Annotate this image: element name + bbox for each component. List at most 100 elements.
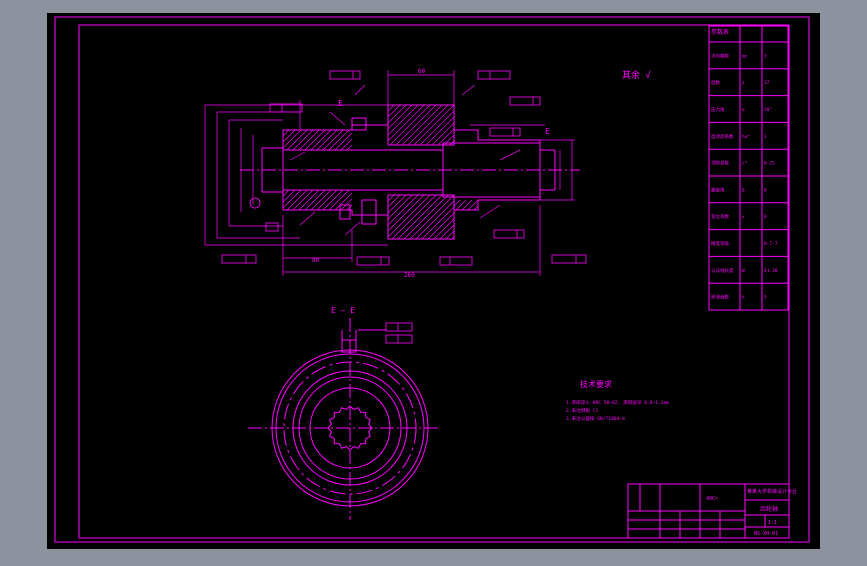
- hatch-line: [419, 110, 455, 146]
- horizontal-dimensions: [282, 70, 545, 276]
- inner-frame: [78, 24, 790, 539]
- param-cell: 顶隙系数: [711, 160, 729, 167]
- hatch-line: [340, 138, 353, 151]
- hatch-line: [425, 116, 455, 146]
- hatch-line: [282, 129, 290, 137]
- hatch-line: [451, 236, 455, 240]
- hatch-line: [282, 129, 296, 143]
- hatch-line: [322, 129, 344, 151]
- hatch-line: [292, 189, 314, 211]
- hatch-line: [439, 224, 455, 240]
- param-cell: 37: [764, 80, 770, 86]
- param-cell: c*: [742, 161, 748, 167]
- section-mark-right: E: [545, 127, 550, 136]
- title-scale: 1:1: [768, 520, 777, 526]
- viewport-background: [47, 13, 820, 549]
- hatch-line: [304, 129, 326, 151]
- param-cell: 8-7-7: [764, 241, 778, 247]
- param-cell: 20°: [764, 107, 772, 113]
- title-school: 某某大学机械设计专业: [747, 488, 797, 495]
- param-cell: k: [742, 295, 745, 301]
- hatch-line: [316, 189, 338, 211]
- hatch-line: [387, 104, 401, 118]
- hatch-line: [421, 206, 455, 240]
- hatch-line: [403, 194, 449, 240]
- hatch-line: [449, 140, 455, 146]
- hatch-line: [316, 129, 338, 151]
- hatch-line: [286, 189, 308, 211]
- param-cell: 螺旋角: [711, 186, 725, 193]
- hatch-line: [282, 189, 290, 197]
- hatch-line: [427, 212, 455, 240]
- section-hatching: [282, 104, 479, 240]
- hatch-line: [453, 199, 461, 207]
- param-cell: 0: [764, 214, 767, 220]
- hatch-line: [467, 199, 479, 211]
- hatch-line: [328, 129, 350, 151]
- hatch-line: [387, 104, 419, 136]
- hatch-line: [387, 194, 413, 220]
- dim-left: 80: [312, 257, 320, 264]
- hatch-line: [445, 230, 455, 240]
- param-cell: 齿数: [711, 79, 720, 86]
- tech-req-line-1: 1.渗碳淬火 HRC 58~62, 渗碳层深 0.8~1.2mm: [566, 399, 669, 406]
- param-cell: 5: [764, 295, 767, 301]
- hatch-line: [310, 129, 332, 151]
- tolerance-frames: [221, 70, 587, 344]
- param-cell: 齿顶高系数: [711, 133, 734, 140]
- hatch-line: [387, 194, 395, 202]
- hatch-line: [437, 128, 455, 146]
- leader-lines: [289, 84, 521, 236]
- hatch-line: [346, 204, 353, 211]
- hatch-line: [334, 132, 353, 151]
- hatch-line: [387, 194, 431, 238]
- param-cell: 1: [764, 134, 767, 140]
- tech-req-line-2: 2.未注倒角 C1: [566, 407, 598, 414]
- section-title: E — E: [331, 306, 355, 315]
- param-cell: ha*: [742, 134, 750, 140]
- hatch-line: [292, 129, 314, 151]
- hatch-line: [298, 129, 320, 151]
- hatch-line: [387, 194, 407, 214]
- hatch-line: [391, 194, 437, 240]
- hatch-line: [443, 134, 455, 146]
- roughness-note: 其余 √: [622, 69, 651, 81]
- hatch-line: [346, 144, 353, 151]
- hatch-line: [298, 189, 320, 211]
- param-cell: 变位系数: [711, 213, 729, 220]
- section-e-e-view: [248, 318, 440, 520]
- hatch-line: [328, 189, 350, 211]
- param-cell: 公法线长度: [711, 267, 734, 274]
- param-cell: 41.38: [764, 268, 778, 274]
- hatch-line: [310, 189, 332, 211]
- hatch-line: [387, 194, 401, 208]
- vertical-dimensions: [204, 104, 575, 246]
- hatch-line: [387, 104, 413, 130]
- gear-lower-body: [387, 194, 455, 240]
- param-cell: α: [742, 108, 745, 113]
- param-cell: 3: [764, 53, 767, 59]
- hatch-line: [387, 194, 419, 226]
- hatch-line: [387, 194, 425, 232]
- param-cell: 跨测齿数: [711, 294, 729, 301]
- title-drawing-no: NS-XH-01: [754, 531, 778, 537]
- hatch-line: [401, 104, 443, 146]
- param-cell: z: [742, 81, 745, 86]
- section-mark-upper: E: [338, 99, 343, 108]
- hatch-line: [286, 129, 308, 151]
- tech-req-line-3: 3.未注公差按 GB/T1804-m: [566, 415, 625, 422]
- param-cell: mn: [742, 54, 748, 59]
- param-cell: x: [742, 215, 745, 220]
- param-cell: β: [742, 187, 745, 193]
- hatch-line: [387, 104, 407, 124]
- hatch-line: [413, 104, 455, 146]
- hatch-line: [322, 189, 344, 211]
- hatch-line: [340, 198, 353, 211]
- param-cell: W: [742, 268, 745, 274]
- dim-top: 60: [418, 68, 426, 75]
- hatch-line: [431, 122, 455, 146]
- hatch-line: [395, 104, 437, 146]
- hatch-line: [389, 104, 431, 146]
